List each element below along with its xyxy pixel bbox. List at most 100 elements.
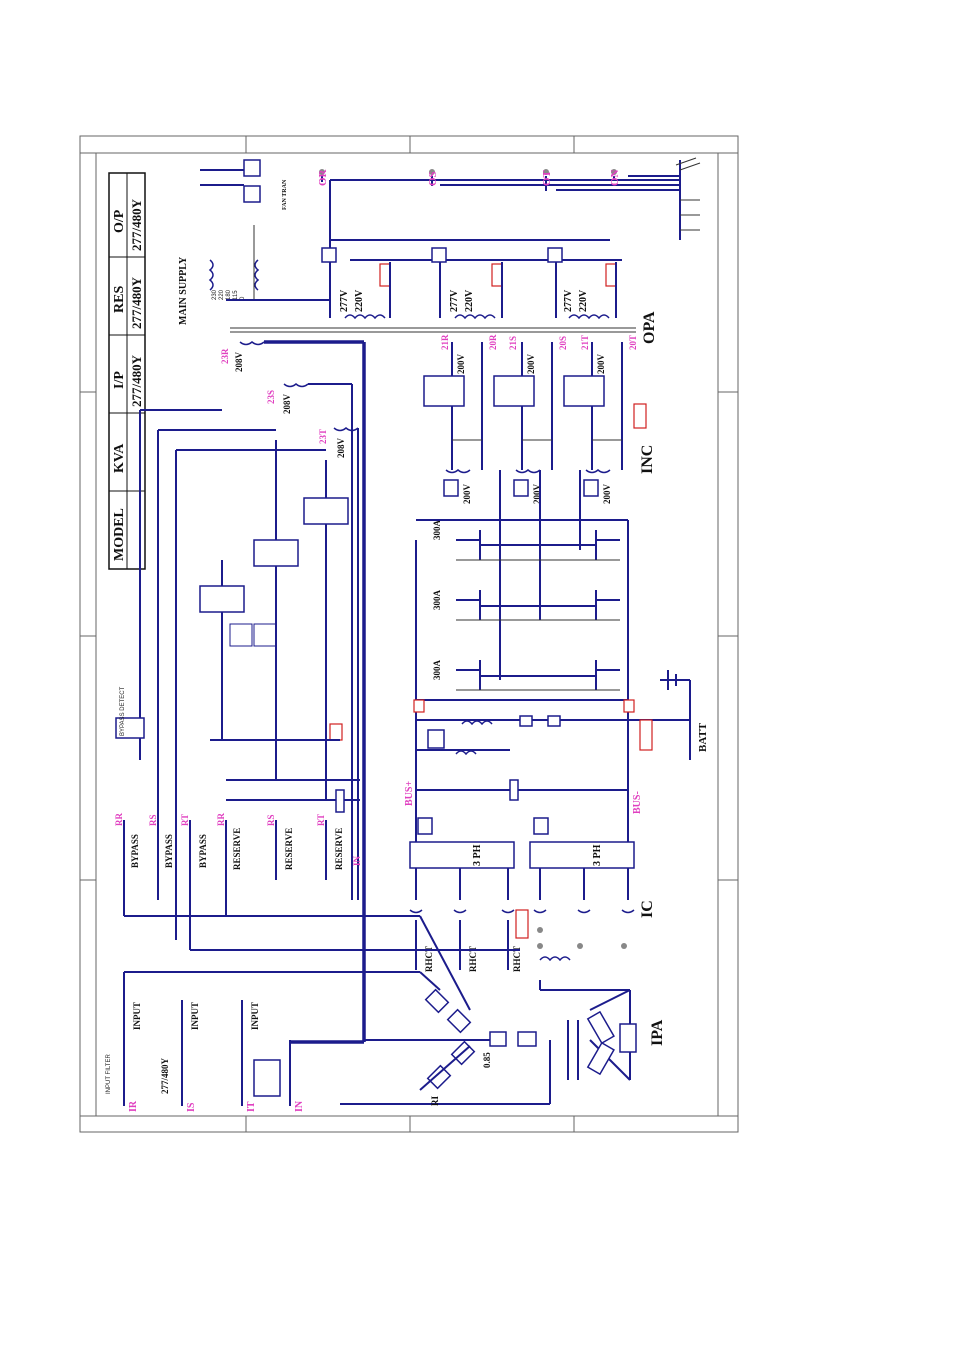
bypass-switch-1: BYPASS (130, 834, 140, 868)
input-label-it: IT (246, 1101, 257, 1112)
rectifier-blocks: 3 PH 3 PH IC (409, 790, 656, 939)
fan-tran-label: FAN TRAN (282, 179, 288, 210)
table-header-model: MODEL (112, 508, 127, 561)
main-supply-block: MAIN SUPPLY 230 220 180 115 0 FAN TRAN (178, 159, 330, 325)
inc-label-21t: 21T (580, 335, 590, 350)
reserve-label-rt: RT (316, 814, 326, 826)
terminal-ot (543, 169, 549, 175)
bypass-switch-3: BYPASS (198, 834, 208, 868)
table-header-kva: KVA (112, 443, 127, 473)
inverter-bridge: 300A 300A 300A (415, 470, 629, 790)
inverter-current-1: 300A (432, 520, 442, 541)
svg-text:115: 115 (233, 290, 239, 300)
res-tran-voltage-t: 208V (336, 438, 346, 459)
output-label-ot: OT (541, 169, 553, 186)
terminal-on (611, 169, 617, 175)
opa-r-220v: 220V (354, 289, 365, 312)
opa-s-277v: 277V (449, 289, 460, 312)
input-choke-block: 0.85 RI (364, 915, 537, 1106)
inc-label-20s: 20S (558, 336, 568, 350)
reserve-scr-pairs (199, 440, 349, 800)
ratio-label: 0.85 (482, 1052, 492, 1068)
table-header-op: O/P (112, 209, 127, 233)
reserve-switch-3: RESERVE (334, 828, 344, 870)
inc-label-20r: 20R (488, 334, 498, 350)
table-header-res: RES (112, 286, 127, 313)
input-filter-label: INPUT FILTER (106, 1054, 112, 1094)
inc-r-200v: 200V (456, 354, 466, 375)
terminal-os (429, 169, 435, 175)
dc-link: BUS+ BUS- (404, 699, 643, 814)
inc-label-21r: 21R (440, 334, 450, 350)
inc-label-21s: 21S (508, 336, 518, 350)
opa-label: OPA (641, 311, 658, 344)
opa-phase-s: 277V 220V (431, 247, 503, 320)
input-switch-2: INPUT (190, 1002, 200, 1030)
bypass-reserve-switches: RR RS RT BYPASS BYPASS BYPASS RR RS RT R… (114, 409, 520, 951)
rhct-label-1: RHCT (424, 946, 434, 972)
svg-text:230: 230 (212, 289, 218, 300)
rhct-switches: RHCT RHCT RHCT (415, 920, 627, 972)
inverter-current-2: 300A (432, 590, 442, 611)
inc-sec-r-200v: 200V (462, 484, 472, 505)
ri-label: RI (430, 1096, 440, 1106)
reserve-neutral-label: IN (352, 855, 362, 866)
svg-text:0: 0 (240, 296, 246, 300)
rectifier-label-1: 3 PH (472, 844, 483, 866)
res-tran-label-23s: 23S (266, 390, 276, 404)
rhct-label-2: RHCT (468, 946, 478, 972)
ipa-label: IPA (649, 1019, 666, 1046)
reserve-label-rr: RR (216, 813, 226, 826)
inc-sec-t-200v: 200V (602, 484, 612, 505)
input-label-ir: IR (128, 1100, 139, 1112)
battery-label: BATT (697, 722, 709, 752)
bypass-label-rr: RR (114, 813, 124, 826)
terminal-or (319, 169, 325, 175)
rectifier-label-2: 3 PH (592, 844, 603, 866)
opa-r-277v: 277V (339, 289, 350, 312)
opa-phase-t: 277V 220V (547, 247, 617, 320)
model-table: MODEL KVA I/P RES O/P 277/480Y 277/480Y … (108, 172, 146, 570)
opa-transformers: 277V 220V 277V 220V 277V 220V OPA (230, 239, 658, 344)
opa-phase-r: 277V 220V (321, 247, 391, 320)
opa-s-220v: 220V (464, 289, 475, 312)
inc-s-200v: 200V (526, 354, 536, 375)
svg-text:220: 220 (219, 289, 225, 300)
main-supply-taps: 230 220 180 115 0 (212, 289, 246, 300)
reserve-switch-2: RESERVE (284, 828, 294, 870)
inc-transformers: 21R 20R 21S 20S 21T 20T 200V 200V 200V 2… (423, 334, 656, 505)
table-value-op: 277/480Y (129, 198, 144, 251)
bypass-label-rs: RS (148, 814, 158, 826)
table-header-ip: I/P (112, 371, 127, 389)
input-switch-1: INPUT (132, 1002, 142, 1030)
input-voltage-label: 277/480Y (160, 1057, 170, 1094)
bus-plus-label: BUS+ (404, 781, 415, 806)
rhct-label-3: RHCT (512, 946, 522, 972)
ic-label: IC (639, 900, 656, 918)
table-value-ip: 277/480Y (129, 354, 144, 407)
bypass-detect-label: BYPASS DETECT (120, 686, 126, 736)
output-label-on: ON (609, 169, 621, 186)
opa-t-220v: 220V (578, 289, 589, 312)
bus-minus-label: BUS- (632, 791, 643, 814)
output-label-or: OR (317, 168, 329, 186)
output-bus: OR OS OT ON (317, 157, 701, 300)
table-value-res: 277/480Y (129, 276, 144, 329)
reserve-switch-1: RESERVE (232, 828, 242, 870)
reserve-transformer: 23R 208V 23S 208V 23T 208V (220, 340, 366, 1042)
svg-text:180: 180 (226, 289, 232, 300)
outer-frame (79, 135, 739, 1133)
bypass-switch-2: BYPASS (164, 834, 174, 868)
res-tran-voltage-r: 208V (234, 352, 244, 373)
input-switch-3: INPUT (250, 1002, 260, 1030)
input-label-is: IS (186, 1102, 197, 1112)
reserve-label-rs: RS (266, 814, 276, 826)
inc-label-20t: 20T (628, 335, 638, 350)
inc-sec-s-200v: 200V (532, 484, 542, 505)
inverter-current-3: 300A (432, 660, 442, 681)
bypass-label-rt: RT (180, 814, 190, 826)
main-supply-label: MAIN SUPPLY (178, 256, 189, 325)
battery-block: BATT (628, 670, 709, 760)
res-tran-label-23r: 23R (220, 348, 230, 364)
